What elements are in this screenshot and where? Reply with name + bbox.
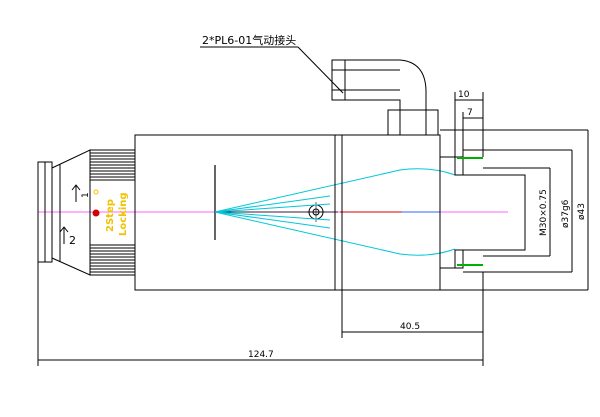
knurled-focus-ring (89, 149, 136, 276)
callout-text: 2*PL6-01气动接头 (202, 33, 296, 47)
red-index-dot (92, 209, 100, 217)
arrow-2-label: 2 (69, 234, 76, 247)
dim-10-lines (454, 92, 484, 157)
callout-leader (200, 46, 344, 94)
arrow-1-label: 1 (81, 192, 91, 198)
dim-7: 7 (467, 108, 473, 118)
arrow-2 (59, 226, 69, 244)
arrow-1 (71, 184, 81, 202)
dim-diameters-lines (440, 129, 589, 291)
dim-124-7: 124.7 (248, 350, 274, 360)
dim-37: ø37g6 (561, 199, 571, 228)
light-rays (214, 168, 456, 256)
dim-40-5: 40.5 (400, 322, 420, 332)
lens-label-line1: 2Step (105, 199, 116, 232)
dim-124-7-lines (37, 262, 484, 366)
dim-43: ø43 (577, 203, 587, 220)
dim-40-5-lines (341, 272, 484, 338)
lens-label-line2: Locking (118, 192, 129, 236)
pneumatic-fitting (331, 59, 439, 136)
dim-10: 10 (458, 90, 470, 100)
index-marker-small (93, 189, 99, 195)
dim-thread: M30×0.75 (539, 189, 549, 236)
